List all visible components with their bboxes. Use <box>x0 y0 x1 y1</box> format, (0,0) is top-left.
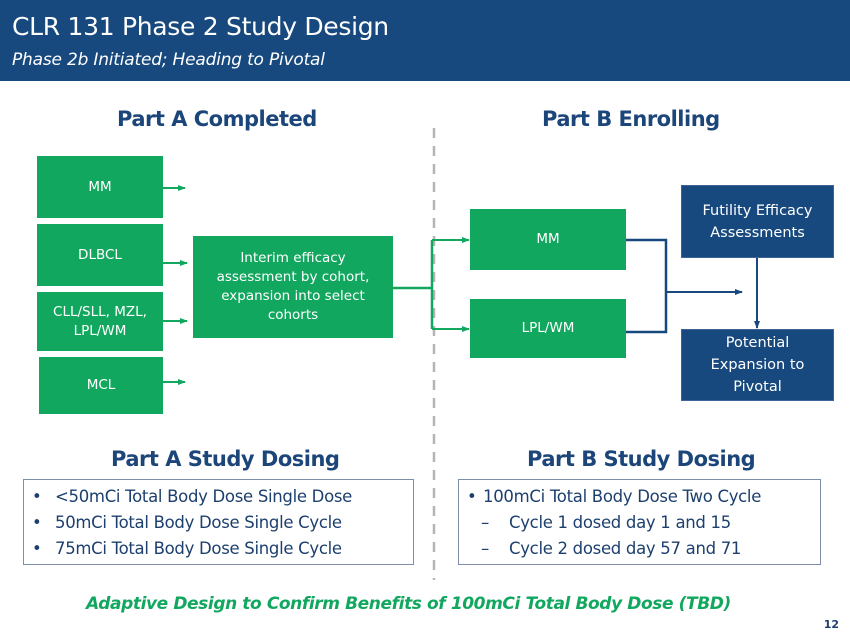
part-b-dosing-box: •100mCi Total Body Dose Two Cycle –Cycle… <box>458 479 821 565</box>
dosing-subitem: –Cycle 2 dosed day 57 and 71 <box>467 536 820 562</box>
part-b-heading: Part B Enrolling <box>542 107 720 131</box>
dosing-subitem: –Cycle 1 dosed day 1 and 15 <box>467 510 820 536</box>
page-title: CLR 131 Phase 2 Study Design <box>12 12 389 41</box>
cohort-cll-sll-mzl-lpl-wm: CLL/SLL, MZL, LPL/WM <box>37 292 163 351</box>
cohort-label: MM <box>536 231 560 247</box>
cohort-mm-a: MM <box>37 156 163 218</box>
adaptive-design-note: Adaptive Design to Confirm Benefits of 1… <box>86 594 731 614</box>
page-number: 12 <box>823 618 839 631</box>
dosing-item: •<50mCi Total Body Dose Single Dose <box>32 484 413 510</box>
cohort-mcl: MCL <box>39 357 163 414</box>
interim-label: Interim efficacy assessment by cohort, e… <box>216 250 370 323</box>
futility-label: Futility Efficacy Assessments <box>702 202 813 241</box>
cohort-mm-b: MM <box>470 209 626 270</box>
part-b-dosing-heading: Part B Study Dosing <box>527 447 756 471</box>
part-a-dosing-heading: Part A Study Dosing <box>111 447 340 471</box>
cohort-label: MM <box>88 178 112 195</box>
interim-assessment-box: Interim efficacy assessment by cohort, e… <box>193 236 393 338</box>
dash-icon: – <box>481 539 489 558</box>
dosing-item: •75mCi Total Body Dose Single Cycle <box>32 536 413 562</box>
part-a-heading: Part A Completed <box>117 107 317 131</box>
cohort-lpl-wm-b: LPL/WM <box>470 299 626 358</box>
page-subtitle: Phase 2b Initiated; Heading to Pivotal <box>12 50 325 70</box>
dosing-item: •50mCi Total Body Dose Single Cycle <box>32 510 413 536</box>
dash-icon: – <box>481 513 489 532</box>
cohort-label: MCL <box>86 377 116 393</box>
potential-expansion-box: Potential Expansion to Pivotal <box>681 329 834 401</box>
dosing-item: •100mCi Total Body Dose Two Cycle <box>467 484 820 510</box>
bullet-icon: • <box>467 487 477 506</box>
futility-efficacy-box: Futility Efficacy Assessments <box>681 185 834 258</box>
connector-mm-b-out <box>626 238 668 334</box>
cohort-dlbcl: DLBCL <box>37 224 163 286</box>
cohort-label: DLBCL <box>78 246 122 263</box>
cohort-label: CLL/SLL, MZL, LPL/WM <box>53 303 147 339</box>
title-banner: CLR 131 Phase 2 Study Design Phase 2b In… <box>0 0 850 81</box>
part-a-dosing-box: •<50mCi Total Body Dose Single Dose •50m… <box>23 479 414 565</box>
bullet-icon: • <box>32 539 42 558</box>
cohort-label: LPL/WM <box>521 320 575 336</box>
expansion-label: Potential Expansion to Pivotal <box>710 335 805 395</box>
bullet-icon: • <box>32 487 42 506</box>
bullet-icon: • <box>32 513 42 532</box>
